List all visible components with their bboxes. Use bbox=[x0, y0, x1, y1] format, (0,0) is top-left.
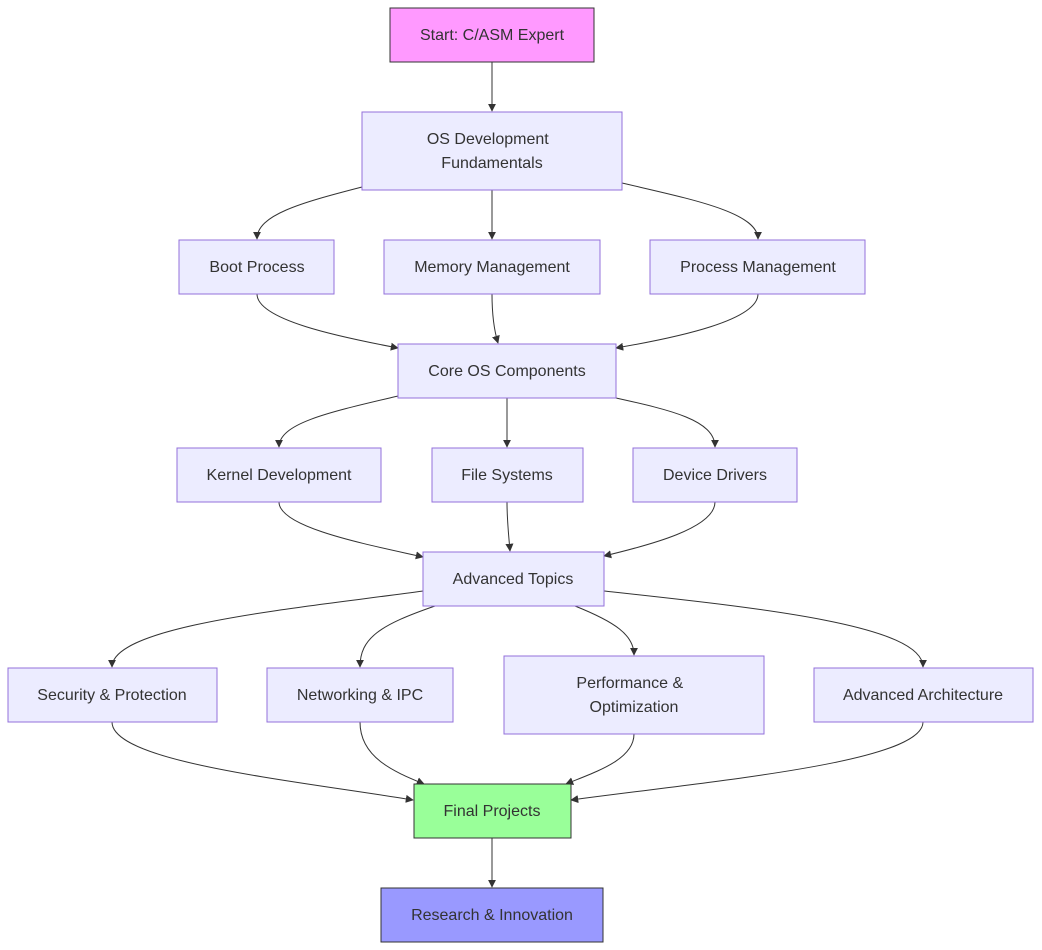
edge-networking-to-final-projects bbox=[359, 721, 425, 785]
node-performance-line-1: Performance & bbox=[576, 675, 683, 692]
node-core-os-box bbox=[397, 343, 617, 399]
node-file-systems-label: File Systems bbox=[461, 467, 553, 484]
node-start-box bbox=[389, 7, 595, 63]
node-memory-management-box bbox=[383, 239, 601, 295]
node-file-systems-box bbox=[431, 447, 584, 503]
node-device-drivers-label: Device Drivers bbox=[663, 467, 767, 484]
node-networking[interactable]: Networking & IPC bbox=[266, 667, 454, 723]
node-final-projects-box bbox=[413, 783, 572, 839]
node-networking-box bbox=[266, 667, 454, 723]
node-research[interactable]: Research & Innovation bbox=[380, 887, 604, 943]
node-memory-management-label: Memory Management bbox=[414, 259, 570, 276]
node-os-fundamentals-line-1: OS Development bbox=[427, 131, 549, 148]
node-final-projects[interactable]: Final Projects bbox=[413, 783, 572, 839]
edge-memory-management-to-core-os bbox=[491, 293, 500, 344]
nodes: Start: C/ASM Expert OS Development Funda… bbox=[7, 7, 1034, 943]
node-performance[interactable]: Performance & Optimization bbox=[503, 655, 765, 735]
edge-core-os-to-kernel-development bbox=[275, 395, 399, 448]
edge-advanced-topics-to-advanced-architecture bbox=[603, 590, 927, 668]
edge-file-systems-to-advanced-topics bbox=[505, 501, 514, 552]
node-core-os[interactable]: Core OS Components bbox=[397, 343, 617, 399]
node-kernel-development[interactable]: Kernel Development bbox=[176, 447, 382, 503]
node-boot-process[interactable]: Boot Process bbox=[178, 239, 335, 295]
edge-advanced-topics-to-performance bbox=[574, 605, 638, 656]
node-process-management-box bbox=[649, 239, 866, 295]
edge-boot-process-to-core-os bbox=[256, 293, 399, 351]
node-advanced-topics-label: Advanced Topics bbox=[453, 571, 574, 588]
node-boot-process-box bbox=[178, 239, 335, 295]
node-start-label: Start: C/ASM Expert bbox=[420, 27, 565, 44]
edge-core-os-to-device-drivers bbox=[615, 397, 719, 448]
node-performance-box bbox=[503, 655, 765, 735]
node-research-label: Research & Innovation bbox=[411, 907, 573, 924]
node-process-management-label: Process Management bbox=[680, 259, 836, 276]
node-os-fundamentals-line-2: Fundamentals bbox=[441, 155, 542, 172]
node-kernel-development-box bbox=[176, 447, 382, 503]
node-advanced-architecture[interactable]: Advanced Architecture bbox=[813, 667, 1034, 723]
edge-process-management-to-core-os bbox=[615, 293, 759, 351]
node-os-fundamentals-box bbox=[361, 111, 623, 191]
node-device-drivers[interactable]: Device Drivers bbox=[632, 447, 798, 503]
edge-performance-to-final-projects bbox=[565, 733, 635, 785]
edge-advanced-topics-to-networking bbox=[356, 605, 436, 668]
edge-advanced-topics-to-security bbox=[108, 590, 424, 668]
node-file-systems[interactable]: File Systems bbox=[431, 447, 584, 503]
edge-security-to-final-projects bbox=[111, 721, 414, 803]
edges bbox=[108, 62, 927, 888]
node-process-management[interactable]: Process Management bbox=[649, 239, 866, 295]
node-advanced-topics-box bbox=[422, 551, 605, 607]
node-performance-line-2: Optimization bbox=[590, 699, 679, 716]
node-start[interactable]: Start: C/ASM Expert bbox=[389, 7, 595, 63]
edge-advanced-architecture-to-final-projects bbox=[570, 721, 924, 804]
node-os-fundamentals[interactable]: OS Development Fundamentals bbox=[361, 111, 623, 191]
edge-os-fundamentals-to-process-management bbox=[621, 182, 762, 240]
node-device-drivers-box bbox=[632, 447, 798, 503]
edge-kernel-development-to-advanced-topics bbox=[278, 501, 424, 560]
node-advanced-architecture-label: Advanced Architecture bbox=[843, 687, 1003, 704]
node-performance-label: Performance & Optimization bbox=[576, 675, 687, 716]
node-networking-label: Networking & IPC bbox=[297, 687, 423, 704]
node-core-os-label: Core OS Components bbox=[428, 363, 585, 380]
node-final-projects-label: Final Projects bbox=[444, 803, 541, 820]
node-security-box bbox=[7, 667, 218, 723]
edge-device-drivers-to-advanced-topics bbox=[603, 501, 716, 559]
node-advanced-topics[interactable]: Advanced Topics bbox=[422, 551, 605, 607]
node-security-label: Security & Protection bbox=[37, 687, 186, 704]
node-memory-management[interactable]: Memory Management bbox=[383, 239, 601, 295]
node-os-fundamentals-label: OS Development Fundamentals bbox=[427, 131, 553, 172]
node-research-box bbox=[380, 887, 604, 943]
node-boot-process-label: Boot Process bbox=[209, 259, 304, 276]
edge-os-fundamentals-to-boot-process bbox=[253, 186, 363, 240]
node-security[interactable]: Security & Protection bbox=[7, 667, 218, 723]
node-advanced-architecture-box bbox=[813, 667, 1034, 723]
node-kernel-development-label: Kernel Development bbox=[207, 467, 353, 484]
